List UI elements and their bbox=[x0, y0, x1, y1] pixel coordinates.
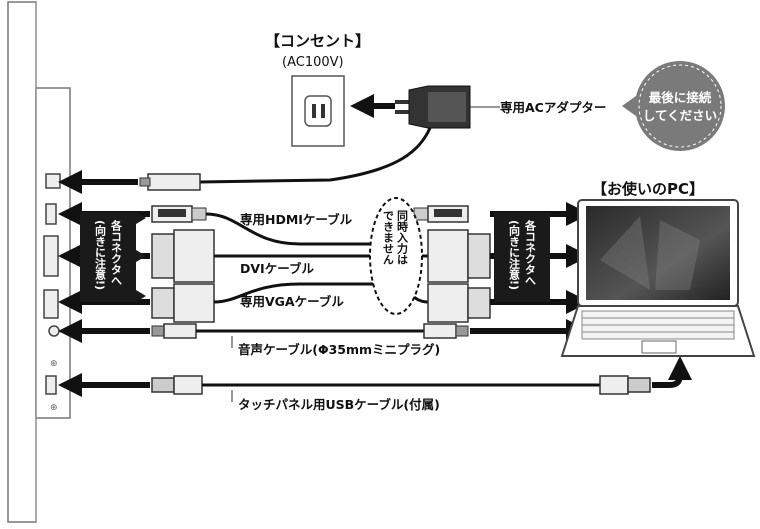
bubble-line-2: してください bbox=[643, 108, 717, 123]
bubble-line-1: 最後に接続 bbox=[649, 90, 712, 105]
svg-text:⊕: ⊕ bbox=[50, 359, 58, 369]
usb-port bbox=[45, 375, 57, 395]
audio-label: 音声ケーブル(Φ35mmミニプラグ) bbox=[238, 342, 440, 357]
vga-port bbox=[43, 289, 59, 319]
note-right-panel: 各コネクタへ (向きに注意!) bbox=[494, 212, 550, 302]
dvi-cable: DVIケーブル bbox=[58, 229, 590, 283]
wall-outlet: 【コンセント】 (AC100V) bbox=[265, 32, 370, 147]
usb-label: タッチパネル用USBケーブル(付属) bbox=[238, 397, 440, 412]
last-connect-bubble bbox=[635, 61, 725, 151]
power-plug bbox=[58, 170, 201, 194]
note-left-line-1: 各コネクタへ bbox=[110, 219, 124, 286]
note-left-line-2: (向きに注意!) bbox=[94, 220, 107, 290]
power-port bbox=[45, 173, 61, 189]
note-middle-line-1: 同時入力は bbox=[396, 210, 409, 265]
hdmi-port bbox=[45, 203, 57, 225]
outlet-title: 【コンセント】 bbox=[265, 32, 370, 50]
ac-adapter: 専用ACアダプター 最後に接続 してください bbox=[199, 61, 725, 184]
outlet-voltage: (AC100V) bbox=[282, 55, 344, 70]
svg-text:⊕: ⊕ bbox=[50, 403, 58, 413]
audio-cable: 音声ケーブル(Φ35mmミニプラグ) bbox=[58, 319, 590, 357]
dvi-label: DVIケーブル bbox=[240, 261, 314, 276]
note-right-line-2: (向きに注意!) bbox=[508, 220, 521, 290]
note-left-panel: 各コネクタへ (向きに注意!) bbox=[80, 212, 146, 302]
audio-port bbox=[48, 325, 60, 337]
usb-cable: タッチパネル用USBケーブル(付属) bbox=[58, 356, 692, 412]
pc-title: 【お使いのPC】 bbox=[592, 180, 704, 198]
monitor-side-view: ⊕ ⊕ bbox=[7, 1, 71, 523]
hdmi-label: 専用HDMIケーブル bbox=[240, 212, 353, 227]
note-middle-oval: 同時入力は できません bbox=[369, 197, 423, 315]
note-right-line-1: 各コネクタへ bbox=[524, 219, 538, 286]
adapter-label: 専用ACアダプター bbox=[500, 100, 606, 115]
note-middle-line-2: できません bbox=[382, 210, 395, 265]
laptop: 【お使いのPC】 bbox=[560, 180, 756, 357]
dvi-port bbox=[43, 235, 59, 277]
vga-label: 専用VGAケーブル bbox=[240, 294, 344, 309]
